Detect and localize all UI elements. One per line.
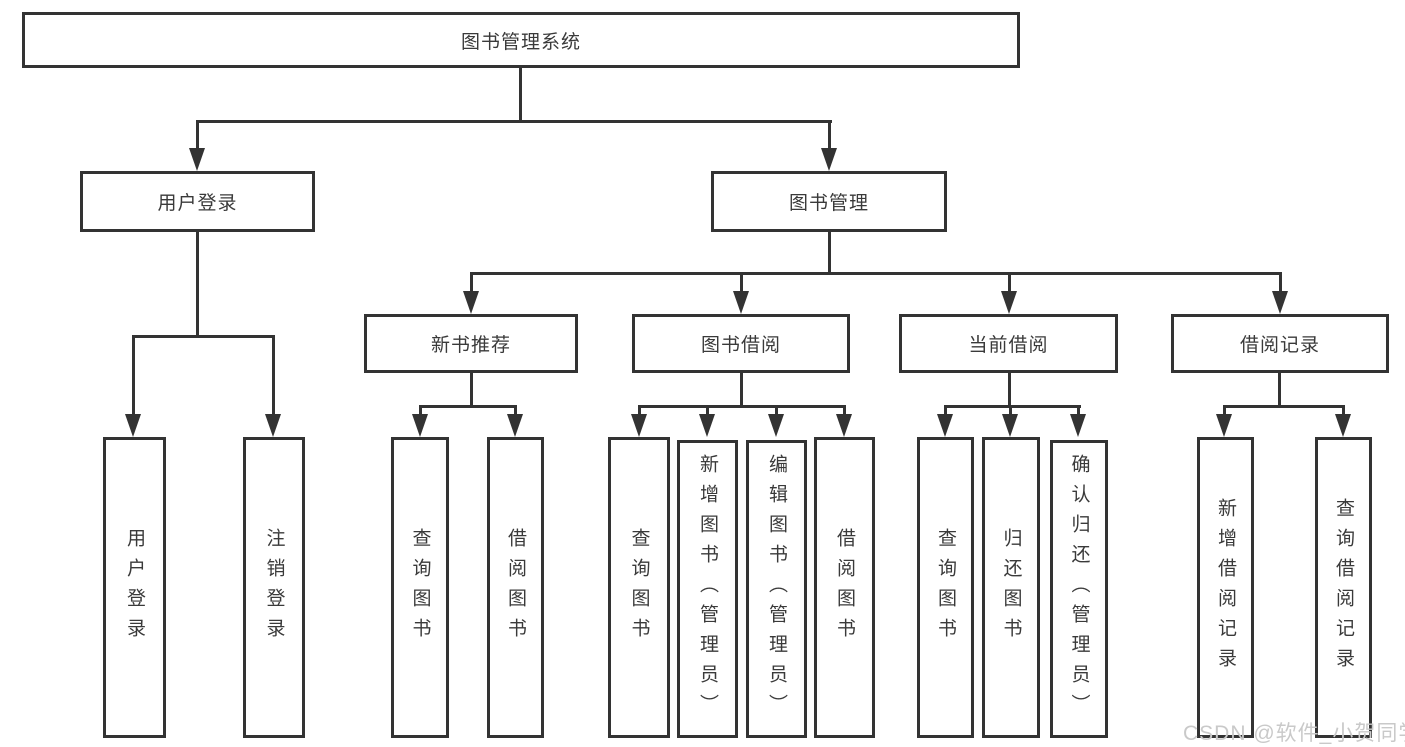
leaf-borrow-books-1: 借阅图书 [487, 437, 544, 738]
connector-drop-nb-query [419, 405, 422, 417]
leaf-edit-book-admin: 编辑图书（管理员） [746, 440, 807, 738]
connector-bookmgmt-stem [828, 232, 831, 274]
arrow-to-bb-borrow [836, 414, 852, 437]
arrow-to-currentborrow [1001, 291, 1017, 314]
connector-bookborrow-rail [638, 405, 846, 408]
arrow-to-bb-query [631, 414, 647, 437]
connector-drop-bb-edit [775, 405, 778, 417]
arrow-to-nb-borrow [507, 414, 523, 437]
arrow-to-leaf-logout [265, 414, 281, 437]
leaf-logout: 注销登录 [243, 437, 305, 738]
node-user-login: 用户登录 [80, 171, 315, 232]
connector-drop-borrowrecords [1279, 272, 1282, 294]
connector-root-stem [519, 66, 522, 122]
arrow-to-br-add [1216, 414, 1232, 437]
arrow-to-user-login [189, 148, 205, 171]
connector-bookborrow-stem [740, 373, 743, 407]
connector-drop-bookborrow [740, 272, 743, 294]
connector-drop-leaf-logout [272, 335, 275, 417]
node-new-book-recommend: 新书推荐 [364, 314, 578, 373]
connector-drop-leaf-login [132, 335, 135, 417]
connector-drop-book-mgmt [828, 120, 831, 152]
connector-drop-currentborrow [1008, 272, 1011, 294]
leaf-borrow-books-2: 借阅图书 [814, 437, 875, 738]
connector-drop-cb-return [1009, 405, 1012, 417]
leaf-user-login: 用户登录 [103, 437, 166, 738]
leaf-return-book: 归还图书 [982, 437, 1040, 738]
connector-currentborrow-stem [1008, 373, 1011, 407]
arrow-to-br-query [1335, 414, 1351, 437]
arrow-to-borrowrecords [1272, 291, 1288, 314]
connector-drop-cb-query [944, 405, 947, 417]
csdn-watermark: CSDN @软件_小贺同学 [1183, 722, 1405, 745]
connector-drop-bb-query [638, 405, 641, 417]
connector-newbook-stem [470, 373, 473, 407]
arrow-to-newbook [463, 291, 479, 314]
connector-drop-user-login [196, 120, 199, 152]
leaf-query-books-1: 查询图书 [391, 437, 449, 738]
connector-bookmgmt-rail [470, 272, 1282, 275]
leaf-query-books-2: 查询图书 [608, 437, 670, 738]
node-current-borrow: 当前借阅 [899, 314, 1118, 373]
connector-drop-newbook [470, 272, 473, 294]
arrow-to-bb-add [699, 414, 715, 437]
connector-root-rail [196, 120, 832, 123]
connector-drop-nb-borrow [514, 405, 517, 417]
connector-drop-br-add [1223, 405, 1226, 417]
connector-userlogin-rail [132, 335, 275, 338]
arrow-to-bookborrow [733, 291, 749, 314]
leaf-query-borrow-record: 查询借阅记录 [1315, 437, 1372, 738]
leaf-add-borrow-record: 新增借阅记录 [1197, 437, 1254, 738]
leaf-add-book-admin: 新增图书（管理员） [677, 440, 738, 738]
arrow-to-nb-query [412, 414, 428, 437]
arrow-to-cb-return [1002, 414, 1018, 437]
node-root-library-system: 图书管理系统 [22, 12, 1020, 68]
node-book-management: 图书管理 [711, 171, 947, 232]
node-borrow-records: 借阅记录 [1171, 314, 1389, 373]
arrow-to-cb-confirm [1070, 414, 1086, 437]
leaf-query-books-3: 查询图书 [917, 437, 974, 738]
arrow-to-leaf-login [125, 414, 141, 437]
node-book-borrow: 图书借阅 [632, 314, 850, 373]
connector-currentborrow-rail [944, 405, 1081, 408]
arrow-to-book-mgmt [821, 148, 837, 171]
connector-borrowrecords-stem [1278, 373, 1281, 407]
connector-drop-bb-borrow [843, 405, 846, 417]
connector-newbook-rail [419, 405, 517, 408]
connector-userlogin-stem [196, 232, 199, 337]
leaf-confirm-return-admin: 确认归还（管理员） [1050, 440, 1108, 738]
arrow-to-bb-edit [768, 414, 784, 437]
connector-drop-br-query [1342, 405, 1345, 417]
connector-borrowrecords-rail [1223, 405, 1345, 408]
connector-drop-cb-confirm [1077, 405, 1080, 417]
arrow-to-cb-query [937, 414, 953, 437]
connector-drop-bb-add [706, 405, 709, 417]
